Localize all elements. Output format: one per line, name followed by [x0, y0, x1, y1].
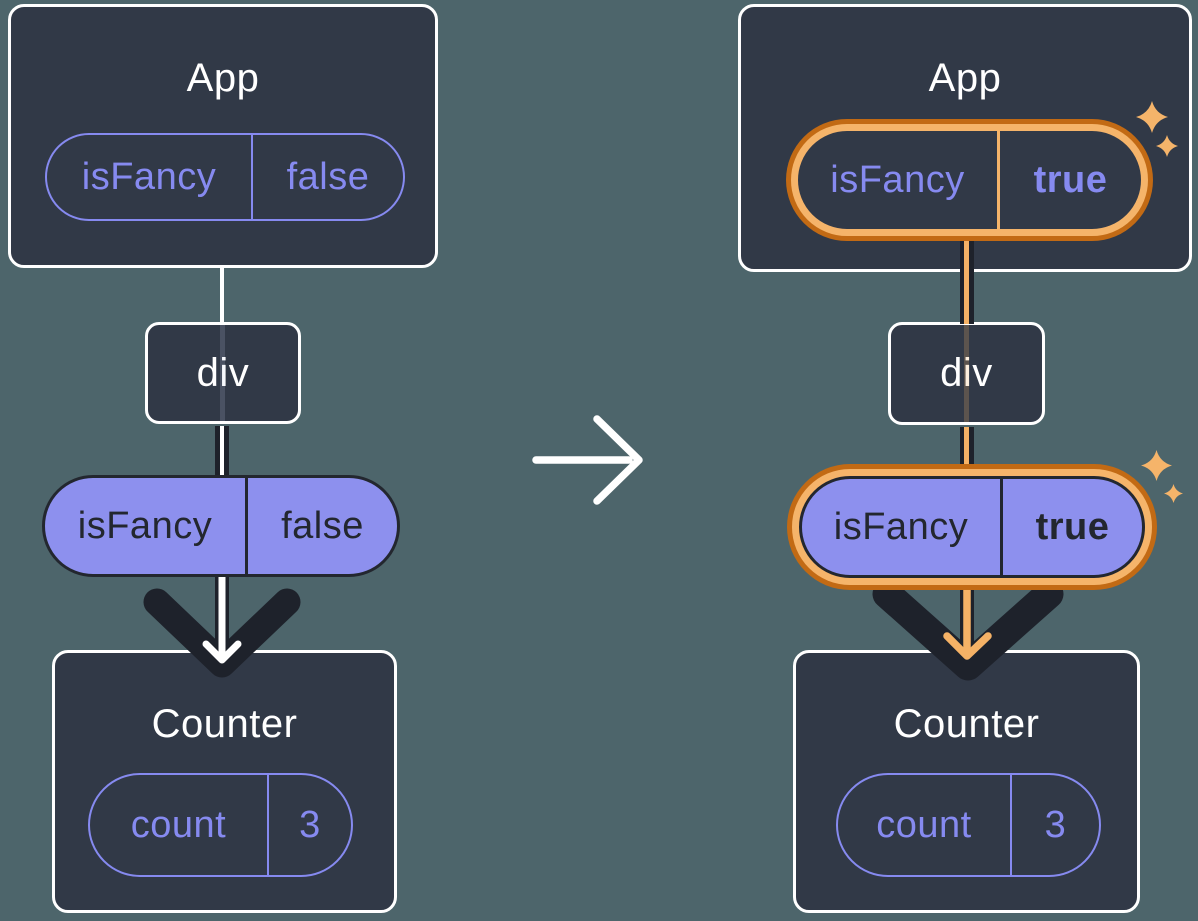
prop-value-label: true [1035, 505, 1110, 548]
state-name-label: count [838, 775, 1012, 875]
before-div-node: div [145, 322, 301, 424]
state-value-label: 3 [299, 803, 321, 846]
after-counter-state-pill: count 3 [836, 773, 1101, 877]
prop-line-behind-node [963, 325, 969, 422]
prop-name-label: isFancy [802, 479, 1003, 575]
sparkle-icon [1141, 450, 1172, 481]
tree-edge-line [220, 266, 224, 324]
prop-name-label: isFancy [47, 135, 253, 219]
before-passed-prop-pill: isFancy false [42, 475, 400, 577]
transition-arrow-icon [532, 415, 643, 505]
prop-flow-highlight-line [964, 427, 969, 478]
after-app-title: App [928, 56, 1002, 100]
after-div-label: div [940, 351, 993, 395]
prop-line-behind-node [220, 325, 225, 421]
after-counter-title: Counter [893, 702, 1040, 746]
before-app-title: App [186, 56, 260, 100]
prop-value-label: true [1033, 158, 1108, 201]
state-value-label: 3 [1044, 803, 1067, 846]
sparkle-icon [1136, 101, 1168, 133]
before-counter-title: Counter [151, 702, 298, 746]
state-name-label: count [90, 775, 269, 875]
tree-edge-line [220, 426, 224, 478]
before-app-prop-pill: isFancy false [45, 133, 405, 221]
sparkle-icon [1164, 484, 1183, 503]
prop-name-label: isFancy [45, 478, 248, 574]
after-app-card: App isFancy true [738, 4, 1192, 272]
sparkle-icon [1156, 135, 1178, 157]
after-div-node: div [888, 322, 1045, 425]
after-passed-prop-pill: isFancy true [799, 476, 1145, 578]
before-counter-state-pill: count 3 [88, 773, 353, 877]
before-counter-card: Counter count 3 [52, 650, 397, 913]
prop-value-label: false [281, 504, 364, 547]
prop-name-label: isFancy [798, 131, 1000, 229]
before-div-label: div [196, 350, 250, 395]
before-app-card: App isFancy false [8, 4, 438, 268]
after-counter-card: Counter count 3 [793, 650, 1140, 913]
prop-value-label: false [286, 155, 370, 198]
prop-flow-highlight-line [964, 236, 969, 324]
after-app-prop-pill: isFancy true [791, 124, 1148, 236]
